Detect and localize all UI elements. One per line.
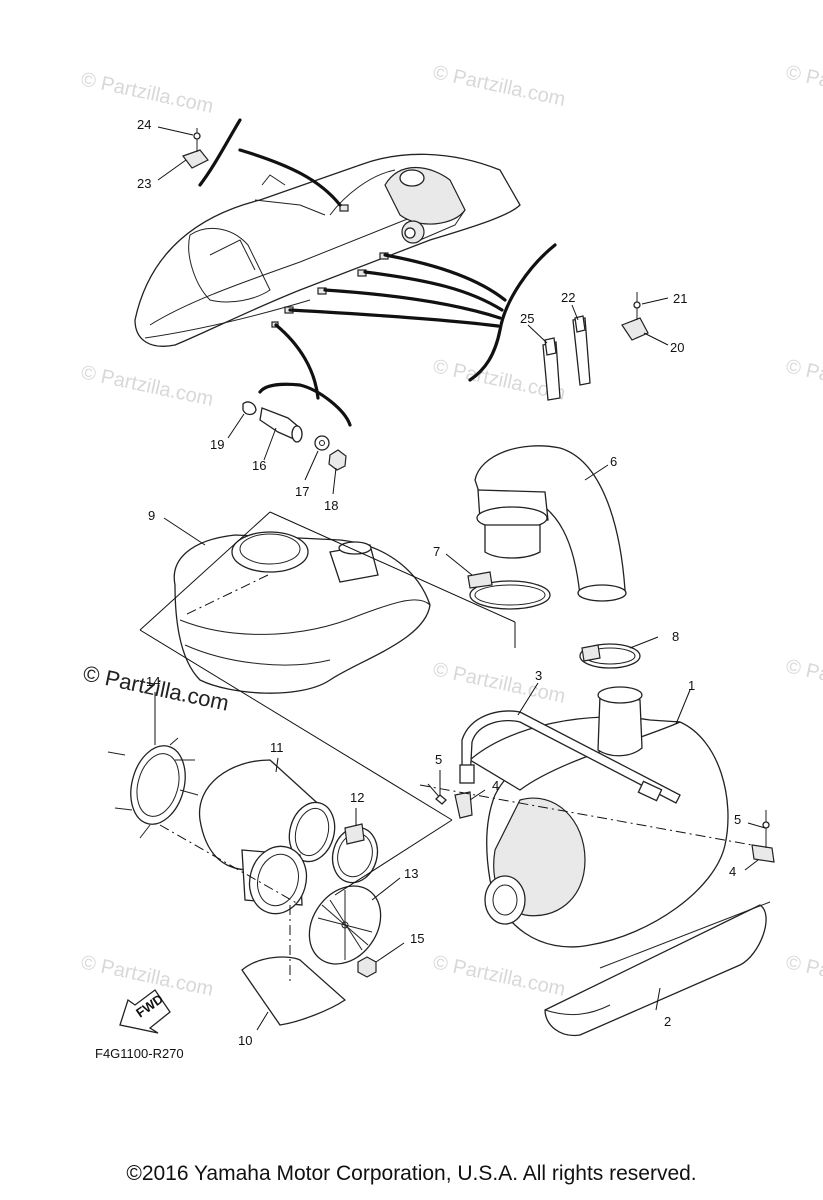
callout-6: 6 — [610, 454, 617, 469]
copyright-footer: ©2016 Yamaha Motor Corporation, U.S.A. A… — [126, 1162, 697, 1185]
watermark: © Partzilla.com — [784, 355, 823, 405]
clamp-7 — [467, 571, 551, 610]
callout-21: 21 — [673, 291, 687, 306]
callout-4: 4 — [492, 778, 499, 793]
callout-20: 20 — [670, 340, 684, 355]
callout-11: 11 — [270, 740, 284, 755]
callout-1: 1 — [688, 678, 695, 693]
callout-10: 10 — [238, 1033, 252, 1048]
callout-18: 18 — [324, 498, 338, 513]
diagram-code: F4G1100-R270 — [95, 1046, 184, 1061]
callout-22: 22 — [561, 290, 575, 305]
callout-16: 16 — [252, 458, 266, 473]
callout-17: 17 — [295, 484, 309, 499]
callout-8: 8 — [672, 629, 679, 644]
watermark: © Partzilla.com — [784, 61, 823, 111]
hull-leaders — [198, 118, 557, 427]
tray-2 — [544, 901, 771, 1037]
pipe-6 — [474, 445, 627, 602]
muffler-1 — [468, 686, 729, 948]
callouts: 1 2 3 4 4 5 5 6 7 8 9 10 11 12 13 14 15 … — [137, 117, 741, 1048]
watermark: © Partzilla.com — [431, 951, 567, 1001]
watermark: © Partzilla.com — [784, 951, 823, 1001]
brackets-4-5 — [427, 783, 775, 863]
nut-15 — [357, 956, 377, 978]
callout-5: 5 — [435, 752, 442, 767]
watermark: © Partzilla.com — [784, 655, 823, 705]
fitting-16-19 — [242, 401, 347, 471]
callout-24: 24 — [137, 117, 151, 132]
callout-15: 15 — [410, 931, 424, 946]
box-9 — [173, 531, 431, 694]
watermark: © Partzilla.com — [431, 61, 567, 111]
assembly-lines — [139, 511, 753, 985]
pad-10 — [241, 956, 347, 1026]
clamp-12 — [331, 823, 379, 884]
clip-23-24 — [182, 128, 209, 169]
callout-4: 4 — [729, 864, 736, 879]
callout-2: 2 — [664, 1014, 671, 1029]
plate-13 — [308, 885, 382, 965]
callout-13: 13 — [404, 866, 418, 881]
ring-14 — [107, 737, 199, 839]
clamp-8 — [579, 643, 641, 669]
callout-23: 23 — [137, 176, 151, 191]
strap-3 — [459, 710, 681, 804]
watermark: © Partzilla.com — [79, 951, 215, 1001]
callout-14: 14 — [146, 674, 160, 689]
callout-25: 25 — [520, 311, 534, 326]
duct-11 — [198, 759, 336, 915]
callout-12: 12 — [350, 790, 364, 805]
callout-5: 5 — [734, 812, 741, 827]
fwd-arrow-icon: FWD — [119, 989, 171, 1034]
callout-leaders — [154, 126, 766, 1031]
callout-3: 3 — [535, 668, 542, 683]
callout-9: 9 — [148, 508, 155, 523]
watermark: © Partzilla.com — [79, 68, 215, 118]
callout-7: 7 — [433, 544, 440, 559]
watermark: © Partzilla.com — [79, 361, 215, 411]
bands-20-22-25 — [542, 292, 649, 401]
callout-19: 19 — [210, 437, 224, 452]
watermark: © Partzilla.com — [431, 658, 567, 708]
watercraft-hull — [134, 153, 521, 347]
